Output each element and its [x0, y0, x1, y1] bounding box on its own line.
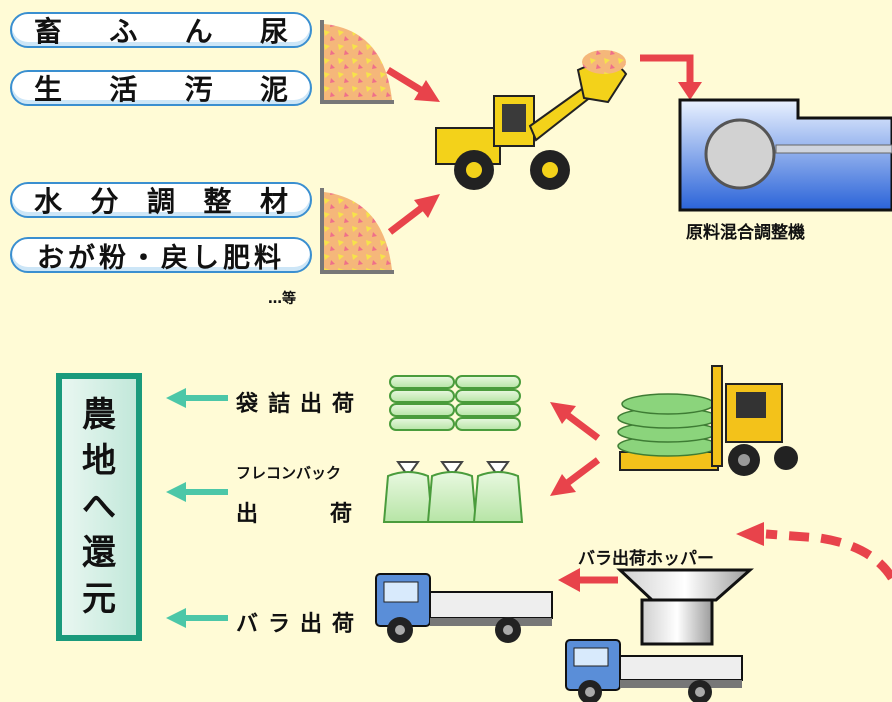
destination-inner: 農 地 へ 還 元: [62, 379, 136, 635]
char: 泥: [259, 73, 288, 106]
pill-text: おが粉・戻し肥料: [37, 242, 285, 274]
flexbag-label-top: フレコンバック: [236, 464, 342, 482]
truck-shipping: [375, 573, 553, 643]
arrow-heap2-to-loader: [387, 194, 440, 235]
input-livestock-manure: 畜 ふ ん 尿: [10, 12, 312, 48]
bagged-product-icon: [389, 375, 521, 431]
flexbag-label-bottom: 出荷: [236, 502, 425, 527]
mixer-machine: [678, 98, 892, 212]
destination-box: 農 地 へ 還 元: [56, 373, 142, 641]
char: 畜: [34, 15, 63, 48]
char: 分: [90, 185, 119, 218]
arrow-loader-to-mixer: [640, 54, 702, 100]
arrow-forklift-to-bagged: [550, 402, 601, 441]
char: 汚: [184, 73, 213, 106]
destination-char: 農: [82, 395, 116, 435]
etc-label: …等: [268, 291, 296, 307]
char: 整: [203, 185, 232, 218]
input-moisture-adjuster: 水 分 調 整 材: [10, 182, 312, 218]
bagged-shipping-label: 袋詰出荷: [236, 392, 365, 417]
material-heap-top: [320, 20, 394, 104]
input-sawdust-return: おが粉・戻し肥料: [10, 237, 312, 274]
char: 材: [259, 185, 288, 218]
arrow-forklift-to-flexbag: [550, 457, 601, 496]
bulk-shipping-label: バラ出荷: [236, 612, 365, 637]
bulk-hopper: [616, 568, 754, 646]
truck-at-hopper: [565, 639, 743, 702]
char: 尿: [259, 15, 288, 48]
char: 調: [146, 185, 175, 218]
hopper-label: バラ出荷ホッパー: [578, 549, 714, 569]
destination-char: 元: [82, 579, 116, 619]
wheel-loader-illustration: [435, 50, 628, 190]
mixer-label: 原料混合調整機: [686, 223, 805, 243]
destination-char: 還: [82, 533, 116, 573]
char: ふ: [109, 15, 138, 48]
material-heap-bottom: [320, 188, 394, 274]
arrow-hopper-to-truck: [558, 568, 618, 592]
dashed-arrow-to-hopper: [736, 522, 892, 581]
char: 活: [109, 73, 138, 106]
char: 水: [34, 185, 63, 218]
forklift-illustration: [617, 365, 798, 476]
char: ん: [184, 15, 213, 48]
destination-char: 地: [82, 441, 116, 481]
green-arrow-bulk: [166, 608, 228, 628]
input-sewage-sludge: 生 活 汚 泥: [10, 70, 312, 106]
arrow-heap-to-loader: [386, 67, 440, 102]
destination-char: へ: [82, 487, 116, 527]
green-arrow-flexbag: [166, 482, 228, 502]
flexible-bag-icon: [382, 461, 524, 523]
char: 生: [34, 73, 63, 106]
green-arrow-bagged: [166, 388, 228, 408]
